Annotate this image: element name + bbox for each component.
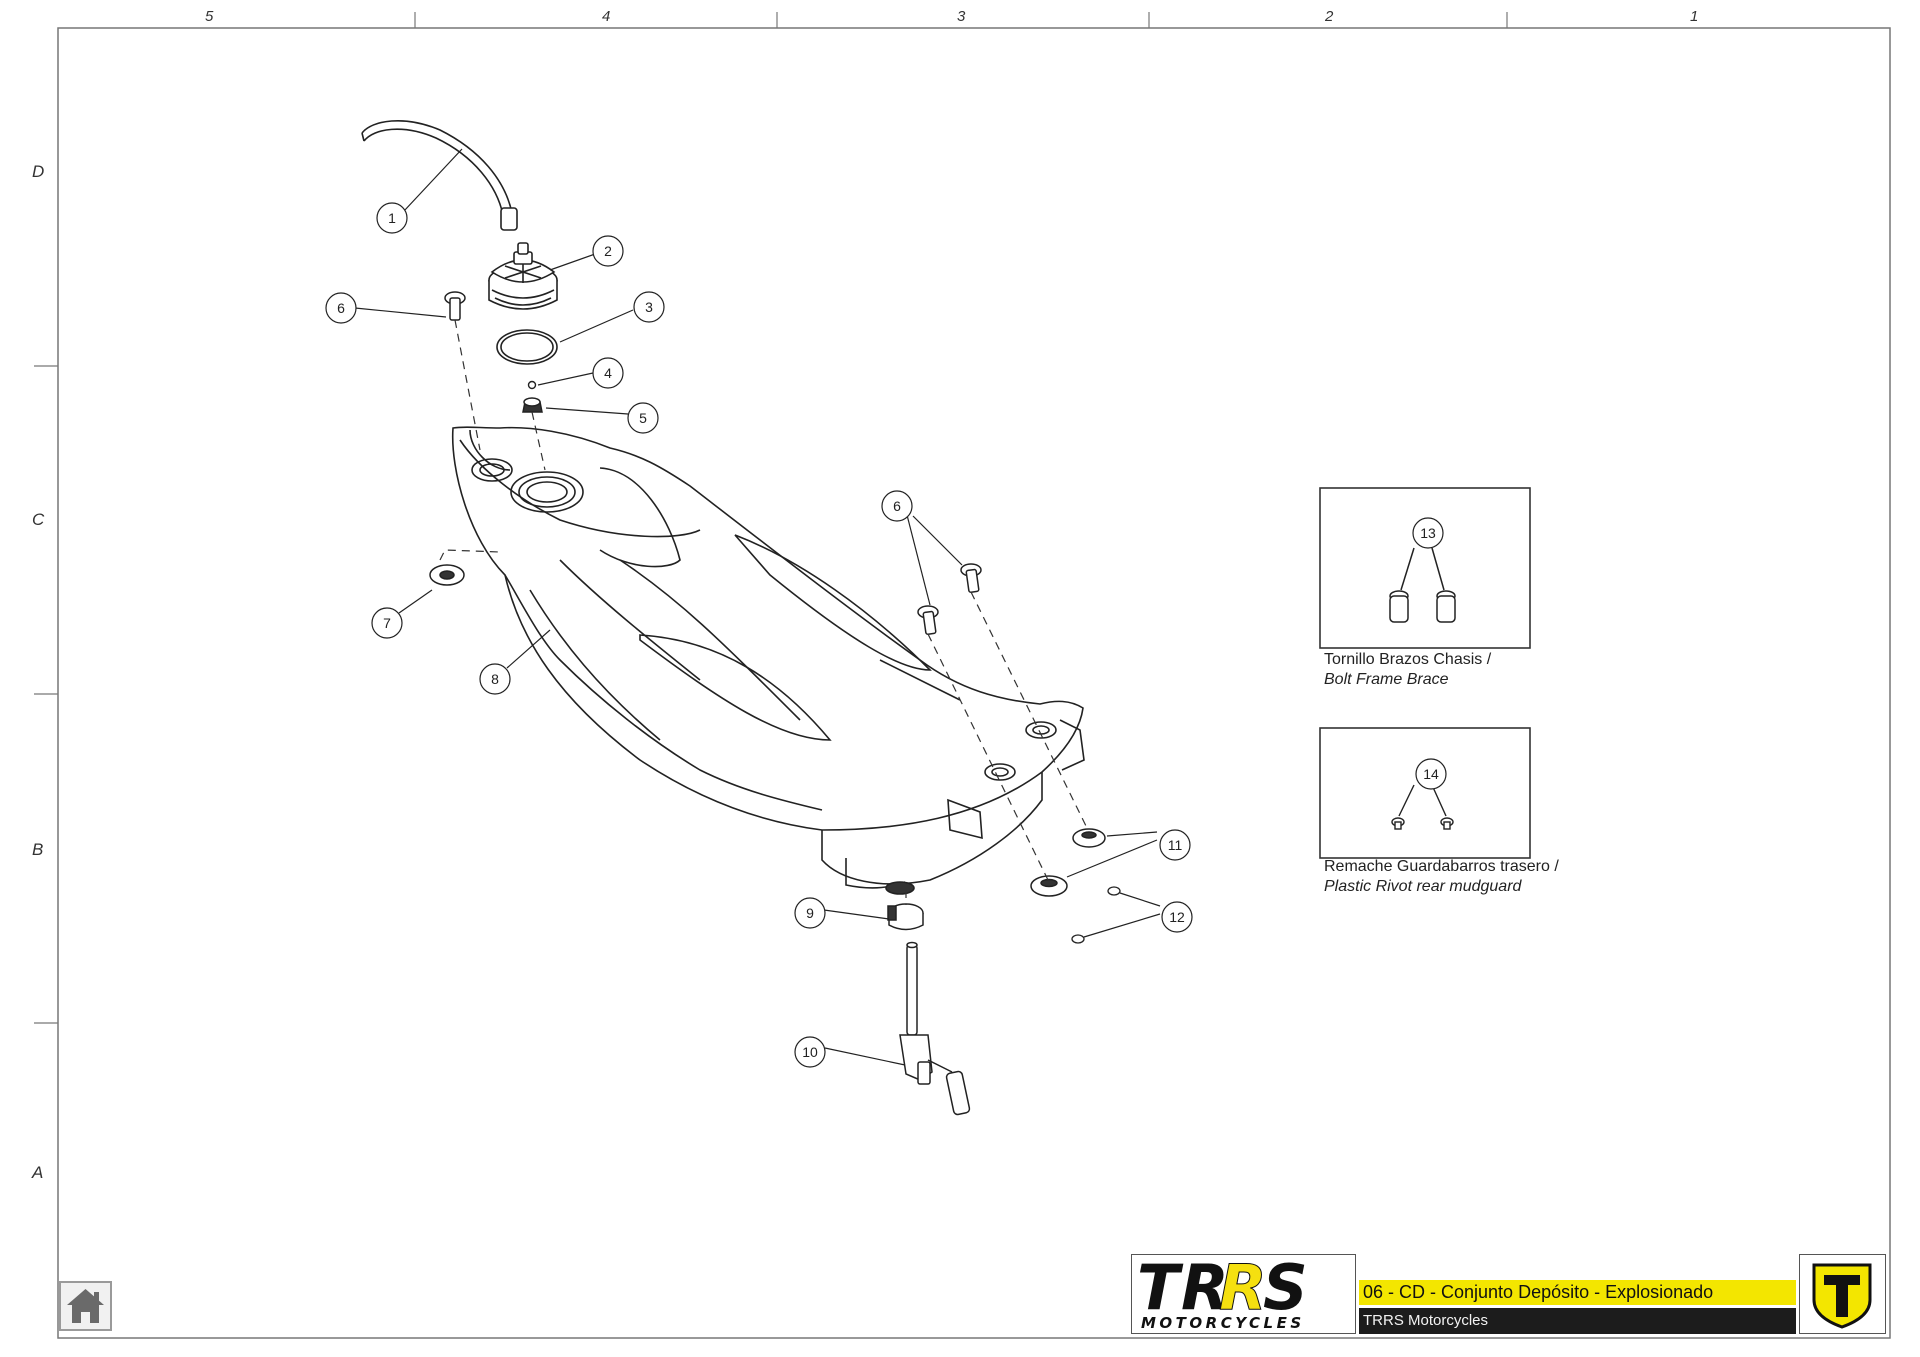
svg-text:R: R: [1181, 1257, 1226, 1317]
assembly-lines: [439, 319, 1089, 905]
column-ticks: [414, 12, 1508, 28]
part-12-washers: [1071, 886, 1121, 944]
callout-num-10: 10: [802, 1044, 818, 1060]
home-icon: [67, 1289, 104, 1323]
callout-num-3: 3: [645, 299, 653, 315]
callout-13: [1412, 517, 1444, 549]
title-block: T R R S MOTORCYCLES 06 - CD - Conjunto D…: [1131, 1254, 1886, 1334]
callout-7: [371, 607, 403, 639]
part-6-bolt-right-a: [917, 605, 939, 635]
part-2-fuel-cap: [488, 242, 558, 310]
inset-14-frame: [1319, 727, 1531, 859]
callout-3: [633, 291, 665, 323]
part-11-grommets: [1030, 828, 1106, 897]
inset-14-caption-en: Plastic Rivot rear mudguard: [1324, 878, 1522, 895]
row-label-c: C: [32, 510, 45, 529]
part-4-small-ball: [527, 380, 537, 390]
callout-num-5: 5: [639, 410, 647, 426]
column-label-5: 5: [205, 8, 214, 25]
callout-numbers: 1 2 3 4 5 6 6 7 8 9 10 11 12 13 14: [337, 210, 1439, 1060]
home-button[interactable]: [59, 1281, 112, 1331]
inset-13-bolts: [1389, 547, 1456, 623]
part-6-bolt-left: [444, 291, 466, 321]
svg-text:R: R: [1219, 1257, 1264, 1317]
callout-num-6b: 6: [893, 498, 901, 514]
part-1-breather-hose: [361, 120, 518, 231]
part-8-fuel-tank: [451, 426, 1085, 895]
part-5-valve-nut: [522, 397, 543, 413]
trrs-logo-mark: T R R S: [1137, 1257, 1308, 1317]
callout-num-13: 13: [1420, 525, 1436, 541]
inset-13-frame: [1319, 487, 1531, 649]
column-label-2: 2: [1325, 8, 1334, 25]
column-label-3: 3: [957, 8, 966, 25]
leader-lines: [354, 148, 1161, 1066]
part-3-o-ring: [496, 329, 558, 365]
svg-text:S: S: [1263, 1257, 1305, 1317]
callout-num-1: 1: [388, 210, 396, 226]
drawing-title: 06 - CD - Conjunto Depósito - Explosiona…: [1359, 1280, 1796, 1305]
company-name: TRRS Motorcycles: [1359, 1308, 1796, 1334]
callout-11: [1159, 829, 1191, 861]
part-6-bolt-right-b: [960, 563, 982, 593]
callout-4: [592, 357, 624, 389]
inset-14-caption: Remache Guardabarros trasero / Plastic R…: [1324, 857, 1559, 897]
callout-num-8: 8: [491, 671, 499, 687]
callout-bubbles: [325, 202, 1447, 1068]
inset-14-caption-es: Remache Guardabarros trasero /: [1324, 858, 1559, 875]
svg-text:T: T: [1137, 1257, 1184, 1317]
callout-8: [479, 663, 511, 695]
trrs-logo-subtext: MOTORCYCLES: [1141, 1314, 1305, 1332]
svg-text:MOTORCYCLES: MOTORCYCLES: [1141, 1314, 1305, 1332]
callout-10: [794, 1036, 826, 1068]
callout-num-9: 9: [806, 905, 814, 921]
callout-num-2: 2: [604, 243, 612, 259]
callout-6a: [325, 292, 357, 324]
column-label-4: 4: [602, 8, 611, 25]
callout-12: [1161, 901, 1193, 933]
trrs-logo: T R R S MOTORCYCLES: [1131, 1254, 1356, 1334]
part-10-fuel-tap: [899, 941, 971, 1116]
row-label-a: A: [32, 1163, 44, 1182]
callout-num-4: 4: [604, 365, 612, 381]
row-label-b: B: [32, 840, 44, 859]
inset-13-caption: Tornillo Brazos Chasis / Bolt Frame Brac…: [1324, 650, 1491, 690]
inset-13-caption-en: Bolt Frame Brace: [1324, 671, 1449, 688]
callout-1: [376, 202, 408, 234]
column-label-1: 1: [1690, 8, 1699, 25]
callout-num-11: 11: [1168, 837, 1183, 853]
callout-2: [592, 235, 624, 267]
callout-num-14: 14: [1423, 766, 1439, 782]
sheet-frame: [57, 27, 1891, 1339]
callout-num-7: 7: [383, 615, 391, 631]
inset-14-rivets: [1391, 784, 1454, 830]
part-9-hose-clamp: [887, 903, 924, 931]
row-ticks: [34, 365, 58, 1024]
callout-9: [794, 897, 826, 929]
inset-13-caption-es: Tornillo Brazos Chasis /: [1324, 651, 1492, 668]
callout-14: [1415, 758, 1447, 790]
callout-num-6a: 6: [337, 300, 345, 316]
callout-6b: [881, 490, 913, 522]
part-7-grommet: [429, 564, 465, 586]
callout-5: [627, 402, 659, 434]
callout-num-12: 12: [1169, 909, 1185, 925]
trrs-t-shield-icon: [1799, 1254, 1886, 1334]
row-label-d: D: [32, 162, 45, 181]
